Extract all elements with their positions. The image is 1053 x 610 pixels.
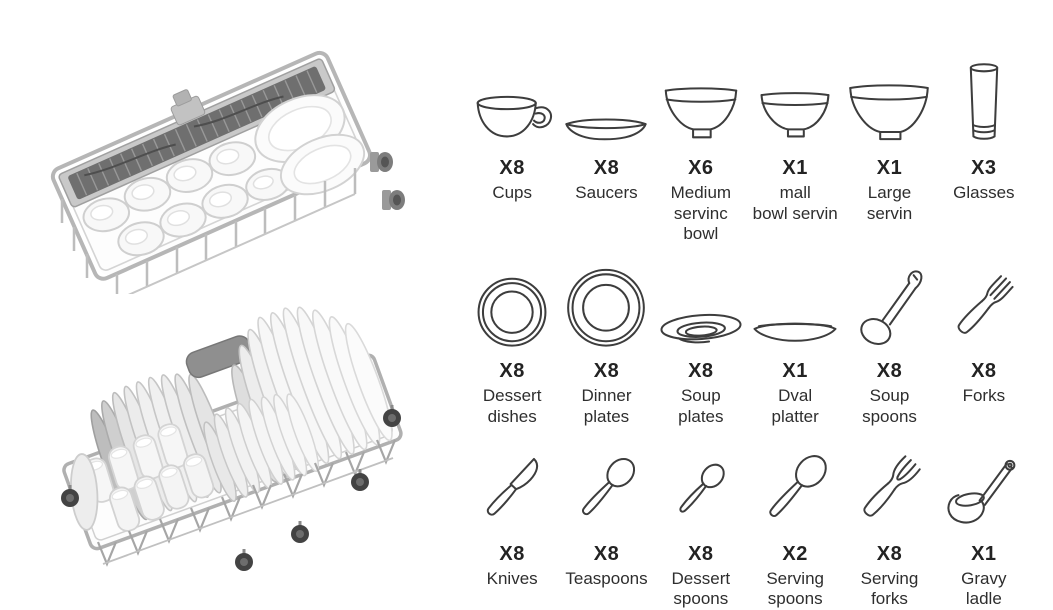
- lower-rack-wheels: [61, 405, 401, 571]
- count-label: X8: [971, 360, 997, 383]
- count-label: X8: [688, 360, 714, 383]
- lower-rack-illustration: [61, 306, 403, 571]
- upper-rack-basket: [50, 50, 372, 281]
- item-name: Knives: [486, 568, 538, 588]
- count-label: X8: [688, 542, 714, 565]
- glass-icon: [938, 54, 1030, 150]
- item-name: Soup spoons: [862, 386, 917, 426]
- count-label: X6: [688, 157, 714, 179]
- count-label: X8: [593, 542, 620, 565]
- lower-rack-tines: [96, 439, 397, 567]
- count-label: X8: [499, 157, 525, 179]
- item-name: Dinner plates: [581, 386, 632, 426]
- knife-icon: [466, 440, 558, 536]
- soup-plate-icon: [655, 257, 747, 353]
- item-name: Forks: [962, 386, 1006, 406]
- count-label: X1: [971, 542, 997, 565]
- count-label: X3: [971, 157, 997, 179]
- count-label: X2: [782, 542, 808, 565]
- cup-icon: [466, 54, 558, 150]
- medium-serving-bowl-icon: [655, 54, 747, 150]
- large-serving-bowl-icon: [843, 54, 935, 150]
- count-label: X8: [499, 542, 525, 565]
- count-label: X8: [499, 360, 525, 383]
- saucer-icon: [560, 54, 652, 150]
- count-label: X8: [876, 542, 903, 565]
- item-name: Soup plates: [678, 386, 724, 426]
- item-name: Large servin: [866, 183, 913, 223]
- item-name: Saucers: [575, 183, 638, 202]
- count-label: X8: [876, 360, 903, 383]
- dessert-dish-icon: [466, 257, 558, 353]
- upper-rack-legs: [60, 168, 357, 294]
- item-name: Glasses: [953, 183, 1015, 202]
- item-name: Teaspoons: [565, 568, 648, 588]
- item-name: Dval platter: [771, 386, 819, 426]
- cutlery-tray: [58, 58, 336, 208]
- count-label: X8: [593, 157, 620, 179]
- item-name: Medium servinc bowl: [670, 183, 732, 244]
- loaded-cups: [82, 141, 291, 257]
- dessert-spoon-icon: [655, 440, 747, 536]
- upper-rack-wheels: [370, 152, 405, 210]
- dinner-plate-icon: [560, 257, 652, 353]
- teaspoon-icon: [560, 440, 652, 536]
- fork-icon: [938, 257, 1030, 353]
- oval-platter-icon: [749, 257, 841, 353]
- item-small-serving-bowl: X1 mall bowl servin: [749, 54, 841, 245]
- small-serving-bowl-icon: [749, 54, 841, 150]
- count-label: X8: [593, 360, 620, 383]
- plates-front-row: [203, 393, 320, 502]
- serving-fork-icon: [843, 440, 935, 536]
- serving-spoon-icon: [749, 440, 841, 536]
- soup-spoon-icon: [843, 257, 935, 353]
- count-label: X1: [782, 360, 808, 383]
- lower-rack-basket: [62, 306, 403, 551]
- item-name: Cups: [492, 183, 532, 202]
- item-name: mall bowl servin: [752, 183, 838, 223]
- gravy-ladle-icon: [938, 440, 1030, 536]
- item-name: Dessert dishes: [482, 386, 542, 426]
- count-label: X1: [876, 157, 903, 179]
- loaded-bowls: [254, 94, 366, 196]
- upper-rack-illustration: [50, 50, 405, 294]
- loaded-glasses: [83, 423, 215, 532]
- count-label: X1: [782, 157, 808, 179]
